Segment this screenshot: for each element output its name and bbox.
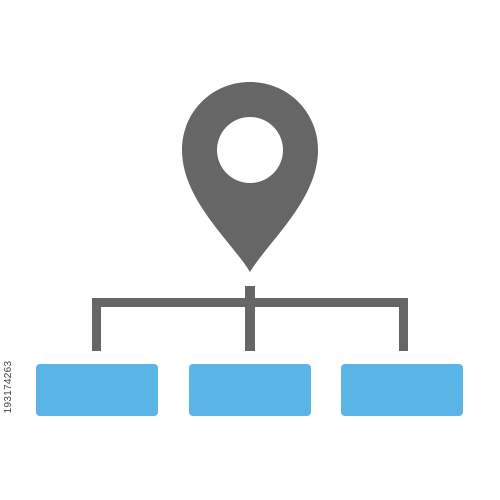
connector-stem bbox=[245, 286, 255, 351]
connector-horizontal bbox=[92, 298, 408, 307]
connector-lines bbox=[92, 286, 408, 351]
connector-right-drop bbox=[399, 298, 408, 351]
hierarchy-box-center bbox=[189, 364, 311, 416]
map-pin-icon bbox=[182, 82, 318, 272]
hierarchy-boxes bbox=[36, 364, 463, 416]
hierarchy-box-left bbox=[36, 364, 158, 416]
connector-left-drop bbox=[92, 298, 101, 351]
stock-id-label: 193174263 bbox=[3, 360, 14, 414]
hierarchy-box-right bbox=[341, 364, 463, 416]
